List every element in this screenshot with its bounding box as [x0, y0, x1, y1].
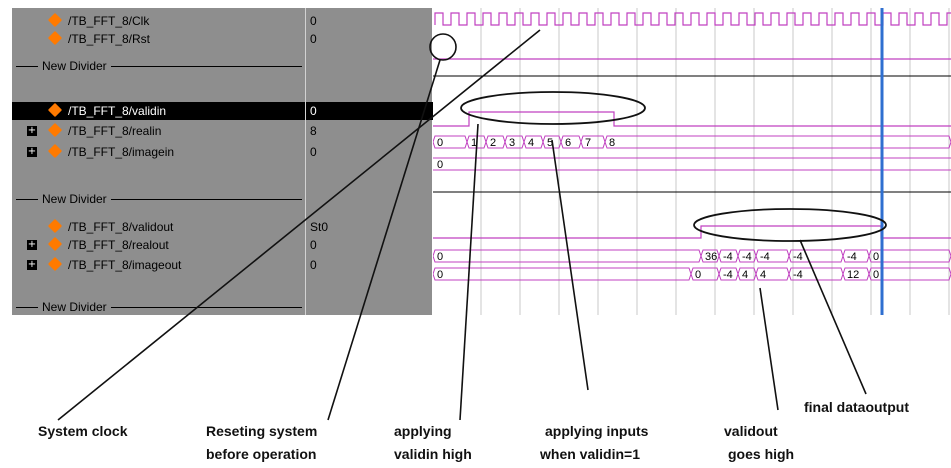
realout-bus-segment — [737, 249, 757, 263]
realin-bus-label: 5 — [547, 137, 553, 149]
signal-diamond-icon — [47, 102, 63, 118]
realin-bus-label: 7 — [585, 137, 591, 149]
signal-name: /TB_FFT_8/validout — [68, 220, 174, 234]
imageout-bus-segment — [868, 267, 951, 281]
signal-diamond-icon — [47, 236, 63, 252]
realout-bus-segment — [700, 249, 720, 263]
annotation-inputs-line2: when validin=1 — [540, 446, 640, 462]
signal-value: 0 — [310, 104, 317, 118]
expand-icon[interactable]: + — [27, 125, 37, 136]
selection-highlight-value — [306, 102, 432, 120]
realin-bus-label: 8 — [609, 137, 615, 149]
signal-row[interactable]: /TB_FFT_8/validin — [12, 102, 306, 120]
annotation-validin-line2: validin high — [394, 446, 472, 462]
signal-diamond-icon — [47, 12, 63, 28]
realin-bus-segment — [604, 135, 951, 149]
imageout-bus-label: 4 — [742, 269, 748, 281]
signal-name: /TB_FFT_8/Clk — [68, 14, 150, 28]
realout-bus-segment — [718, 249, 739, 263]
imageout-bus-segment — [690, 267, 720, 281]
annotation-inputs-line1: applying inputs — [545, 423, 649, 439]
annotation-reset-line2: before operation — [206, 446, 317, 462]
imageout-bus-label: -4 — [793, 269, 803, 281]
signal-name: /TB_FFT_8/imageout — [68, 258, 182, 272]
signal-value: 0 — [310, 258, 317, 272]
realout-bus-label: 36 — [705, 251, 717, 263]
validin-wave — [433, 111, 951, 127]
annotation-validout-line2: goes high — [728, 446, 795, 462]
annotation-validout-line1: validout — [724, 423, 778, 439]
realin-bus-label: 1 — [471, 137, 477, 149]
imageout-bus-label: 12 — [847, 269, 859, 281]
signal-value: 0 — [310, 238, 317, 252]
realout-bus-label: -4 — [723, 251, 733, 263]
divider-row[interactable]: New Divider — [12, 190, 306, 208]
signal-name: /TB_FFT_8/Rst — [68, 32, 151, 46]
signal-value: 0 — [310, 14, 317, 28]
signal-value: 0 — [310, 145, 317, 159]
signal-name: /TB_FFT_8/imagein — [68, 145, 175, 159]
signal-name: /TB_FFT_8/realout — [68, 238, 169, 252]
imageout-bus-label: 0 — [437, 269, 443, 281]
expand-icon[interactable]: + — [27, 239, 37, 250]
realout-bus-label: -4 — [847, 251, 857, 263]
signal-diamond-icon — [47, 122, 63, 138]
realout-bus-label: 0 — [437, 251, 443, 263]
realout-bus-label: -4 — [742, 251, 752, 263]
imageout-bus-segment — [718, 267, 739, 281]
signal-value: St0 — [310, 220, 329, 234]
signal-name: /TB_FFT_8/validin — [68, 104, 167, 118]
signal-row[interactable]: + /TB_FFT_8/realin — [12, 122, 306, 140]
signal-row[interactable]: + /TB_FFT_8/realout — [12, 236, 306, 254]
validout-wave — [433, 225, 951, 239]
expand-icon[interactable]: + — [27, 146, 37, 157]
signal-name: /TB_FFT_8/realin — [68, 124, 162, 138]
signal-row[interactable]: + /TB_FFT_8/imagein — [12, 143, 306, 161]
signal-diamond-icon — [47, 256, 63, 272]
signal-value: 8 — [310, 124, 317, 138]
imageout-bus-label: -4 — [723, 269, 733, 281]
expand-icon[interactable]: + — [27, 259, 37, 270]
signal-diamond-icon — [47, 30, 63, 46]
realout-bus-segment — [755, 249, 790, 263]
signal-row[interactable]: /TB_FFT_8/Clk — [12, 12, 306, 30]
annotation-final-output: final dataoutput — [804, 399, 909, 415]
divider-label: New Divider — [38, 300, 111, 314]
realin-bus-label: 6 — [565, 137, 571, 149]
divider-label: New Divider — [38, 59, 111, 73]
divider-label: New Divider — [38, 192, 111, 206]
signal-row[interactable]: /TB_FFT_8/Rst — [12, 30, 306, 48]
divider-row[interactable]: New Divider — [12, 298, 306, 316]
realin-bus-label: 4 — [528, 137, 534, 149]
realin-bus-label: 3 — [509, 137, 515, 149]
realout-bus-segment — [433, 249, 702, 263]
imageout-bus-segment — [737, 267, 757, 281]
annotation-validin-line1: applying — [394, 423, 452, 439]
signal-diamond-icon — [47, 143, 63, 159]
imageout-bus-label: 4 — [760, 269, 766, 281]
realout-bus-label: 0 — [873, 251, 879, 263]
realin-bus-label: 2 — [490, 137, 496, 149]
imagein-label: 0 — [437, 159, 443, 171]
signal-row[interactable]: /TB_FFT_8/validout — [12, 218, 306, 236]
annotation-system-clock: System clock — [38, 423, 128, 439]
realin-bus-label: 0 — [437, 137, 443, 149]
signal-diamond-icon — [47, 218, 63, 234]
imageout-bus-label: 0 — [695, 269, 701, 281]
realout-bus-label: -4 — [760, 251, 770, 263]
imageout-bus-segment — [755, 267, 790, 281]
imageout-bus-label: 0 — [873, 269, 879, 281]
clk-wave — [434, 12, 951, 26]
annotation-reset-line1: Reseting system — [206, 423, 318, 439]
realout-bus-segment — [868, 249, 951, 263]
signal-value: 0 — [310, 32, 317, 46]
signal-row[interactable]: + /TB_FFT_8/imageout — [12, 256, 306, 274]
realout-bus-label: -4 — [793, 251, 803, 263]
imageout-bus-segment — [433, 267, 692, 281]
divider-row[interactable]: New Divider — [12, 57, 306, 75]
